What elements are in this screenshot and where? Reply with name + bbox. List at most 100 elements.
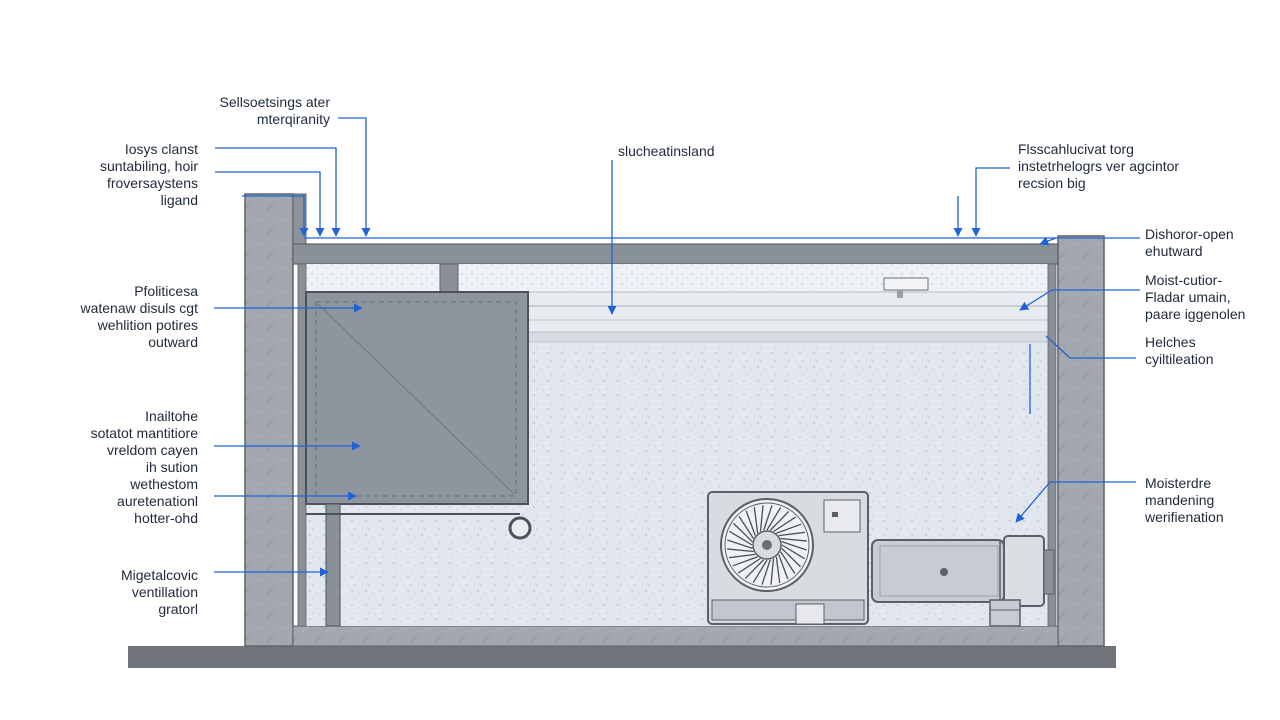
fan-blade [776, 523, 802, 534]
fan-blade [779, 551, 796, 575]
label-line: Flsscahlucivat torg [1018, 141, 1134, 157]
label-top-center: slucheatinsland [618, 143, 818, 160]
leader-right4 [1015, 481, 1136, 523]
leader-top-right-a [971, 167, 1010, 237]
label-line: mandening [1145, 492, 1215, 508]
label-line: sotatot mantitiore [90, 425, 198, 441]
label-line: hotter-ohd [134, 510, 198, 526]
label-line: Inailtohe [145, 408, 198, 424]
fan-blade [780, 537, 807, 542]
fan-blade [753, 506, 759, 534]
leader-left1-b [215, 171, 325, 237]
fan-blade [744, 559, 765, 580]
fan-blade [732, 556, 758, 567]
label-line: recsion big [1018, 175, 1086, 191]
fan-blade [737, 557, 761, 574]
panel-box [305, 291, 529, 505]
inner-post-right [1047, 263, 1057, 627]
label-line: paare iggenolen [1145, 306, 1246, 322]
fan-blade [770, 558, 775, 585]
label-line: outward [148, 334, 198, 350]
fan-blade [763, 505, 773, 531]
label-line: Sellsoetsings ater [219, 94, 330, 110]
fan-blade [732, 522, 753, 543]
fan-blade [729, 530, 753, 546]
fan-blade [728, 553, 756, 559]
duct-lower-band [527, 331, 1051, 343]
fan-blade [752, 559, 768, 583]
label-line: auretenationl [117, 493, 198, 509]
label-line: ligand [160, 192, 198, 208]
leader-left1-c [242, 195, 309, 237]
label-line: gratorl [158, 601, 198, 617]
ceiling-fixture [883, 277, 929, 291]
label-line: suntabiling, hoir [99, 158, 198, 174]
fan-blade [738, 515, 755, 539]
label-line: Dishoror-open [1145, 226, 1234, 242]
leader-top-left-a [338, 117, 371, 237]
label-line: mterqiranity [256, 111, 330, 127]
upper-band [306, 264, 1052, 292]
fan-blade [769, 510, 790, 531]
label-line: wethestom [130, 476, 198, 492]
fan-blade [727, 539, 753, 549]
fan-blade [781, 547, 802, 568]
foundation-slab [128, 646, 1116, 668]
leader-left1-a [215, 147, 341, 237]
label-line: ih sution [145, 459, 198, 475]
fan-blade [759, 505, 764, 532]
fan-blade [778, 531, 806, 537]
leader-right2 [1019, 289, 1140, 311]
label-line: cyiltileation [1145, 351, 1214, 367]
ceiling-slab [292, 243, 1059, 265]
label-line: instetrhelogrs ver agcintor [1018, 158, 1180, 174]
label-line: Migetalcovic [120, 567, 198, 583]
fan-blade [773, 516, 797, 533]
label-line: wehlition potires [97, 317, 198, 333]
label-line: vreldom cayen [106, 442, 198, 458]
label-line: Helches [1145, 334, 1196, 350]
duct-band [527, 291, 1051, 333]
leader-right1 [1039, 236, 1140, 246]
panel-ring [508, 516, 532, 540]
fan-blade [766, 507, 782, 531]
label-line: slucheatinsland [618, 143, 715, 159]
label-line: ehutward [1145, 243, 1203, 259]
label-line: ventillation [131, 584, 198, 600]
fan-blade [778, 554, 789, 580]
label-right-2: Moist-cutior-Fladar umain,paare iggenole… [1145, 272, 1275, 323]
label-line: Pfoliticesa [134, 283, 198, 299]
leader-right3 [1045, 335, 1136, 359]
fan-blade [727, 548, 754, 553]
label-line: werifienation [1145, 509, 1224, 525]
label-line: watenaw disuls cgt [80, 300, 198, 316]
fan-blade [745, 510, 756, 536]
label-line: Moist-cutior- [1145, 272, 1223, 288]
left-wall [244, 193, 294, 647]
right-wall [1057, 235, 1105, 647]
ac-unit [707, 491, 869, 625]
fan-blade [775, 556, 781, 584]
fan-blade [781, 544, 805, 560]
label-line: Fladar umain, [1145, 289, 1231, 305]
label-line: Moisterdre [1145, 475, 1212, 491]
fan-blade [781, 541, 807, 551]
label-line: froversaystens [106, 175, 198, 191]
floor-strip [292, 625, 1059, 647]
panel-support [325, 503, 341, 627]
motor-unit [871, 535, 1055, 627]
label-line: Iosys clanst [124, 141, 198, 157]
leader-lines [214, 117, 1140, 577]
fan-icon [724, 502, 810, 588]
fan-blade [761, 559, 771, 585]
